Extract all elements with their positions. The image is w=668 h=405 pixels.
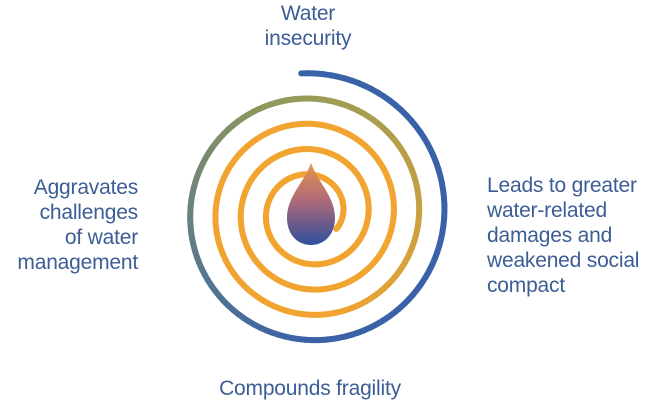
spiral-segment bbox=[333, 224, 341, 232]
label-compounds-fragility: Compounds fragility bbox=[110, 376, 510, 401]
label-line: weakened social bbox=[487, 249, 640, 272]
label-leads-to-damages: Leads to greater water-related damages a… bbox=[487, 173, 667, 298]
label-line: insecurity bbox=[264, 27, 352, 50]
label-line: Water bbox=[280, 2, 336, 25]
label-line: Leads to greater bbox=[487, 174, 637, 197]
spiral-icon bbox=[187, 70, 448, 344]
label-line: water-related bbox=[487, 199, 607, 222]
label-line: Aggravates bbox=[33, 176, 138, 199]
label-line: damages and bbox=[487, 224, 613, 247]
label-line: Compounds fragility bbox=[219, 377, 401, 400]
label-line: management bbox=[17, 251, 138, 274]
label-line: compact bbox=[487, 274, 565, 297]
label-water-insecurity: Water insecurity bbox=[208, 1, 408, 51]
water-drop-icon bbox=[287, 163, 335, 245]
label-line: of water bbox=[64, 226, 138, 249]
label-line: challenges bbox=[39, 201, 139, 224]
label-aggravates-challenges: Aggravates challenges of water managemen… bbox=[0, 175, 138, 275]
